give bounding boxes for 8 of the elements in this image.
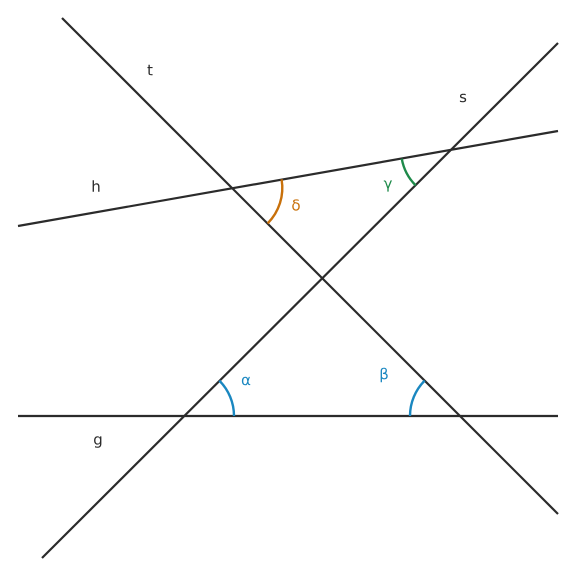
line-label: h xyxy=(92,180,100,192)
line-label: t xyxy=(147,64,153,76)
line-label: g xyxy=(94,436,102,448)
line-label: s xyxy=(460,94,466,102)
angle-label: α xyxy=(242,376,250,386)
angle-label: δ xyxy=(292,199,300,211)
angle-label: β xyxy=(380,368,388,382)
angle-label: γ xyxy=(384,180,392,192)
